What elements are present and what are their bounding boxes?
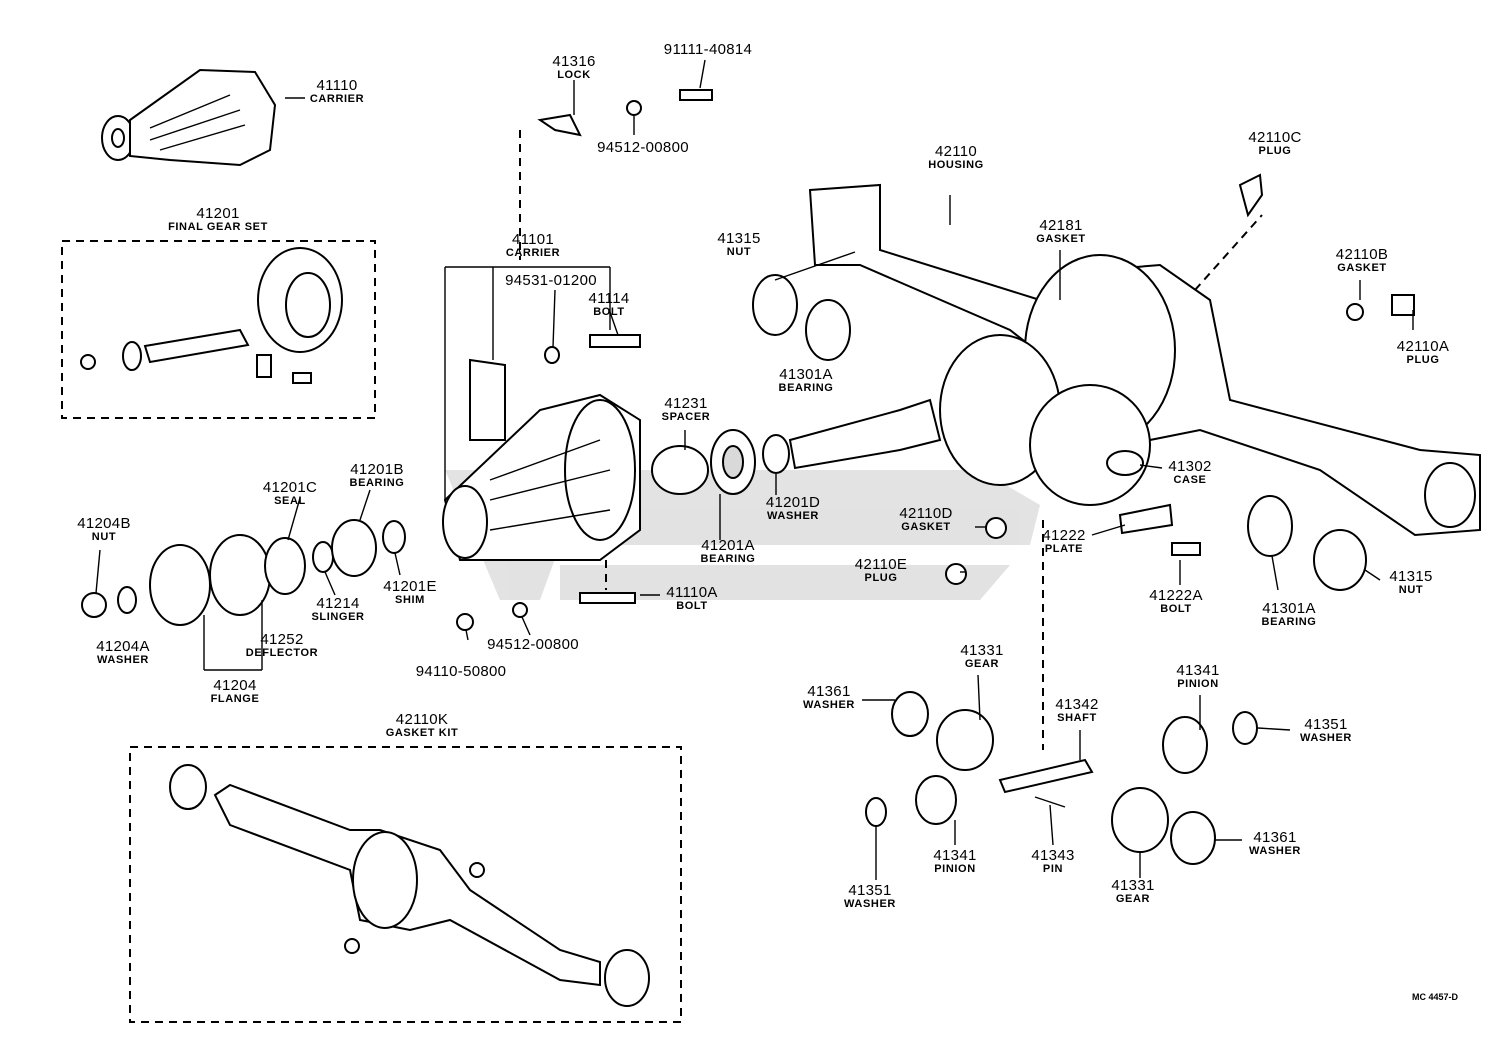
final-gear-set-drawing	[80, 247, 343, 384]
part-label-94110-50800[interactable]: 94110-50800	[415, 663, 507, 680]
part-label-94531-01200[interactable]: 94531-01200	[505, 272, 597, 289]
part-label-94512-00800-top[interactable]: 94512-00800	[597, 139, 689, 156]
reference-code: MC 4457-D	[1412, 992, 1459, 1002]
gasket-kit-box	[129, 746, 682, 1023]
part-label-91111-40814[interactable]: 91111-40814	[663, 41, 753, 58]
leader-lines	[95, 59, 1414, 880]
gasket-kit-drawing	[169, 764, 650, 1007]
axle-housing-42110-drawing	[808, 173, 1481, 537]
part-label-94512-00800-bottom[interactable]: 94512-00800	[487, 636, 579, 653]
flange-assembly	[81, 519, 406, 671]
side-bearings-drawing	[752, 274, 1415, 591]
carrier-41110-drawing	[101, 68, 277, 167]
final-gear-set-box	[61, 240, 376, 419]
small-fasteners-bottom	[456, 592, 636, 631]
small-fasteners-top	[469, 80, 713, 441]
carrier-41101-drawing	[442, 393, 641, 561]
pinion-bearing-stack	[651, 398, 942, 495]
